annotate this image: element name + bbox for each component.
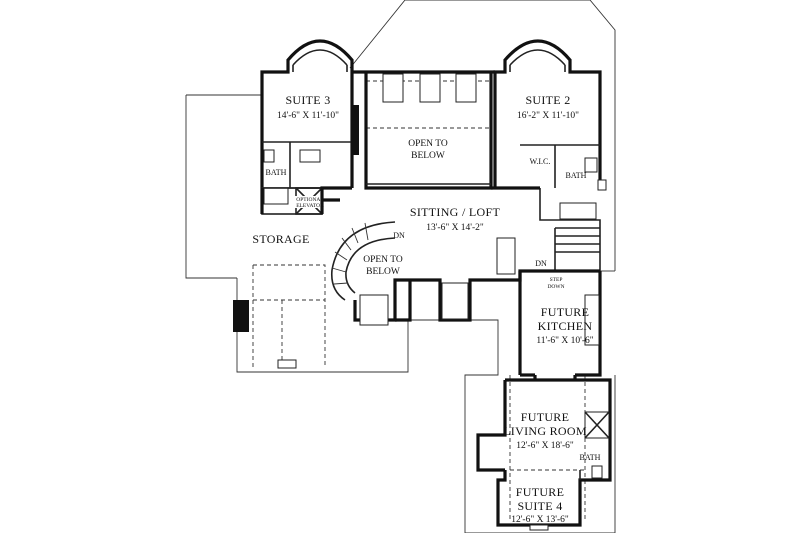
chimney xyxy=(233,300,249,332)
step-down-label-2: DOWN xyxy=(547,284,564,290)
dn-stair-label: DN xyxy=(393,231,405,240)
suite-3-dims: 14'-6" X 11'-10" xyxy=(277,111,339,121)
future-kitchen: FUTURE KITCHEN 11'-6" X 10'-6" xyxy=(520,271,602,377)
elevator-label-1: OPTIONAL xyxy=(296,197,324,203)
step-down-label-1: STEP xyxy=(550,277,563,283)
storage-dashed-lines xyxy=(252,80,586,520)
open-below-stair-line2: BELOW xyxy=(366,267,400,277)
future-suite4-line2: SUITE 4 xyxy=(517,499,562,513)
elevator-area: OPTIONAL ELEVATOR xyxy=(261,187,327,215)
bath-left-label: BATH xyxy=(266,168,287,177)
wic-label: W.I.C. xyxy=(530,157,551,166)
open-below-top-line2: BELOW xyxy=(411,151,445,161)
suite-2-dims: 16'-2" X 11'-10" xyxy=(517,111,579,121)
sitting-loft: SITTING / LOFT 13'-6" X 14'-2" DN DN STE… xyxy=(260,186,600,375)
bath-right-label: BATH xyxy=(566,171,587,180)
bath-lower-label: BATH xyxy=(580,453,601,462)
future-suite-4: FUTURE SUITE 4 12'-6" X 13'-6" xyxy=(496,465,612,531)
open-to-below-top: OPEN TO BELOW xyxy=(352,70,495,190)
future-living-dims: 12'-6" X 18'-6" xyxy=(516,441,574,451)
storage: STORAGE xyxy=(233,232,309,369)
elevator-label-2: ELEVATOR xyxy=(296,203,324,209)
sitting-loft-dims: 13'-6" X 14'-2" xyxy=(426,223,484,233)
future-kitchen-line2: KITCHEN xyxy=(538,319,593,333)
open-below-stair-line1: OPEN TO xyxy=(363,255,403,265)
storage-name: STORAGE xyxy=(252,232,309,246)
future-living-line1: FUTURE xyxy=(521,410,569,424)
suite-2-name: SUITE 2 xyxy=(525,93,570,107)
suite-3-name: SUITE 3 xyxy=(285,93,330,107)
future-kitchen-line1: FUTURE xyxy=(541,305,589,319)
future-living-line2: LIVING ROOM xyxy=(503,424,587,438)
dn-right-label: DN xyxy=(535,259,547,268)
suite-3: SUITE 3 14'-6" X 11'-10" BATH xyxy=(260,39,359,205)
suite-2: SUITE 2 16'-2" X 11'-10" W.I.C. BATH xyxy=(493,39,607,191)
future-kitchen-dims: 11'-6" X 10'-6" xyxy=(536,336,593,346)
sitting-loft-name: SITTING / LOFT xyxy=(410,205,501,219)
future-living-room: FUTURE LIVING ROOM 12'-6" X 18'-6" BATH xyxy=(476,375,612,472)
open-below-top-line1: OPEN TO xyxy=(408,139,448,149)
curved-stair: OPEN TO BELOW xyxy=(330,221,410,326)
right-stair-bath xyxy=(539,188,601,271)
future-suite4-line1: FUTURE xyxy=(516,485,564,499)
future-suite4-dims: 12'-6" X 13'-6" xyxy=(511,515,569,525)
